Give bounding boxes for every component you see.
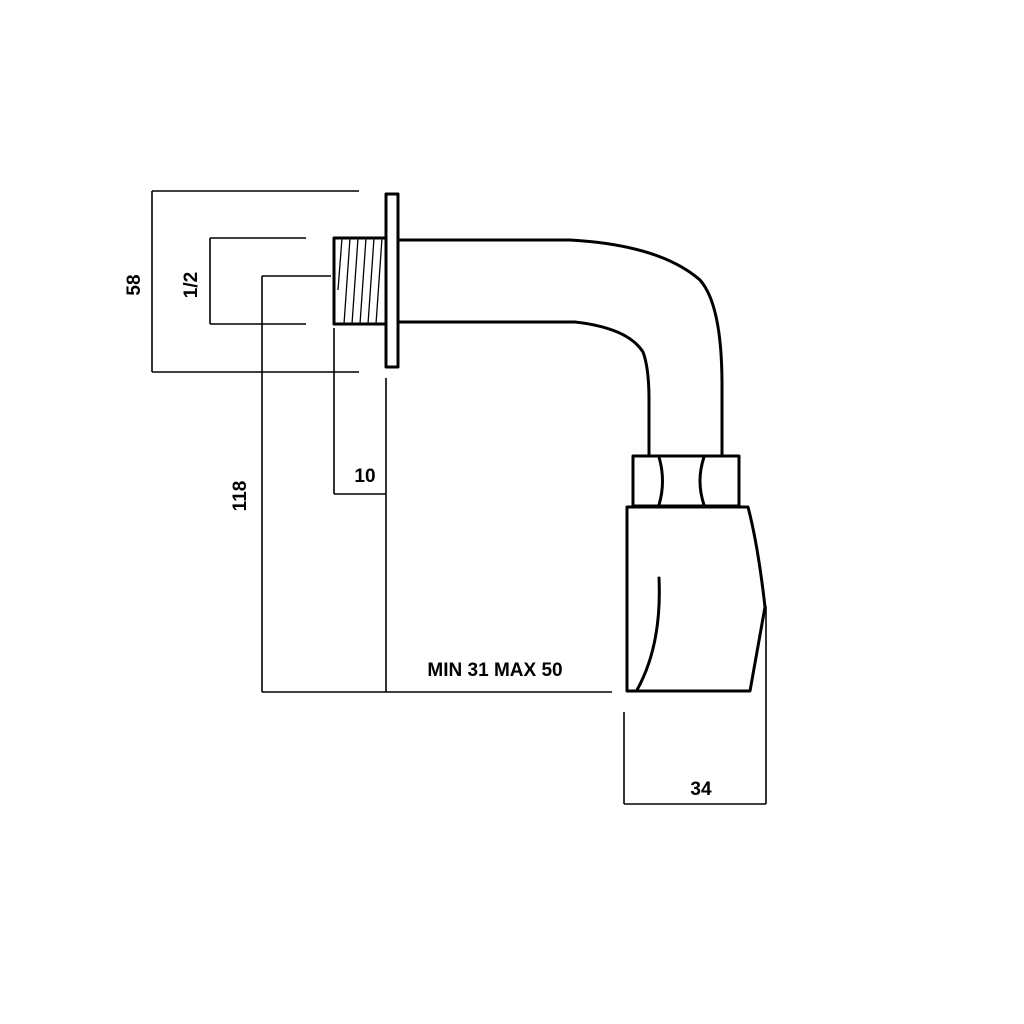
dimension-thread-label: 1/2 bbox=[181, 272, 202, 298]
dimension-projection-label: MIN 31 MAX 50 bbox=[427, 660, 562, 681]
hex-nut-face-left bbox=[657, 455, 664, 507]
dimension-34-label: 34 bbox=[690, 779, 712, 800]
dimension-10-label: 10 bbox=[354, 466, 375, 487]
dimension-58-label: 58 bbox=[124, 274, 145, 295]
outlet-nozzle-curve bbox=[635, 576, 661, 692]
wall-flange bbox=[384, 192, 400, 369]
outlet-nozzle bbox=[625, 505, 767, 693]
hex-nut-face-right bbox=[698, 455, 706, 507]
pipe-inner-edge bbox=[396, 320, 651, 458]
dimension-118-label: 118 bbox=[230, 481, 251, 512]
thread-hatching bbox=[337, 237, 383, 325]
hex-nut bbox=[631, 454, 741, 508]
threaded-connector bbox=[332, 236, 388, 326]
dimension-lines bbox=[151, 190, 767, 805]
spout-body bbox=[332, 192, 767, 693]
pipe-outer-edge bbox=[396, 238, 724, 458]
